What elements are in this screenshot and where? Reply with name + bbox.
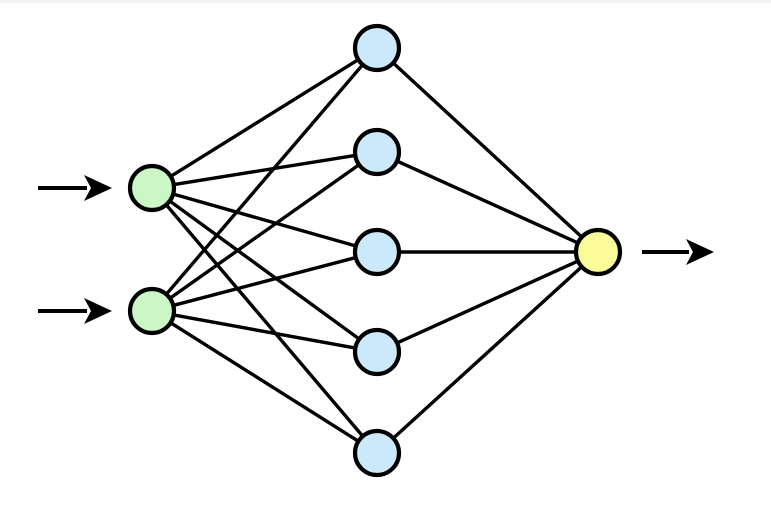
node-i1[interactable] — [127, 163, 177, 213]
edge-i2-h1 — [163, 61, 366, 298]
top-edge-strip — [0, 0, 771, 3]
edge-i2-h3 — [170, 255, 359, 308]
node-h5[interactable] — [352, 428, 402, 478]
input-arrow-bottom-head-icon — [84, 298, 112, 324]
edge-i2-h2 — [167, 162, 362, 301]
edge-i1-h4 — [166, 198, 363, 342]
node-i2[interactable] — [127, 286, 177, 336]
edge-i1-h1 — [167, 57, 362, 179]
node-o1[interactable] — [573, 227, 623, 277]
input-arrow-top-head-icon — [84, 175, 112, 201]
edge-h4-o1 — [393, 258, 582, 346]
edge-i1-h5 — [163, 201, 366, 440]
edge-i1-h2 — [170, 153, 359, 187]
edge-h2-o1 — [393, 158, 582, 246]
input-arrow-bottom — [38, 298, 112, 324]
edges-group — [163, 57, 585, 444]
node-h3[interactable] — [352, 227, 402, 277]
arrows-group — [38, 175, 714, 324]
node-h2[interactable] — [352, 127, 402, 177]
edge-i2-h5 — [167, 320, 362, 444]
nodes-group — [127, 23, 623, 478]
output-arrow-head-icon — [686, 239, 714, 265]
node-h4[interactable] — [352, 327, 402, 377]
edge-i1-h3 — [170, 191, 359, 249]
edge-i2-h4 — [170, 312, 359, 351]
input-arrow-top — [38, 175, 112, 201]
edge-h1-o1 — [390, 60, 585, 240]
output-arrow — [642, 239, 714, 265]
edge-h5-o1 — [390, 264, 585, 441]
node-h1[interactable] — [352, 23, 402, 73]
